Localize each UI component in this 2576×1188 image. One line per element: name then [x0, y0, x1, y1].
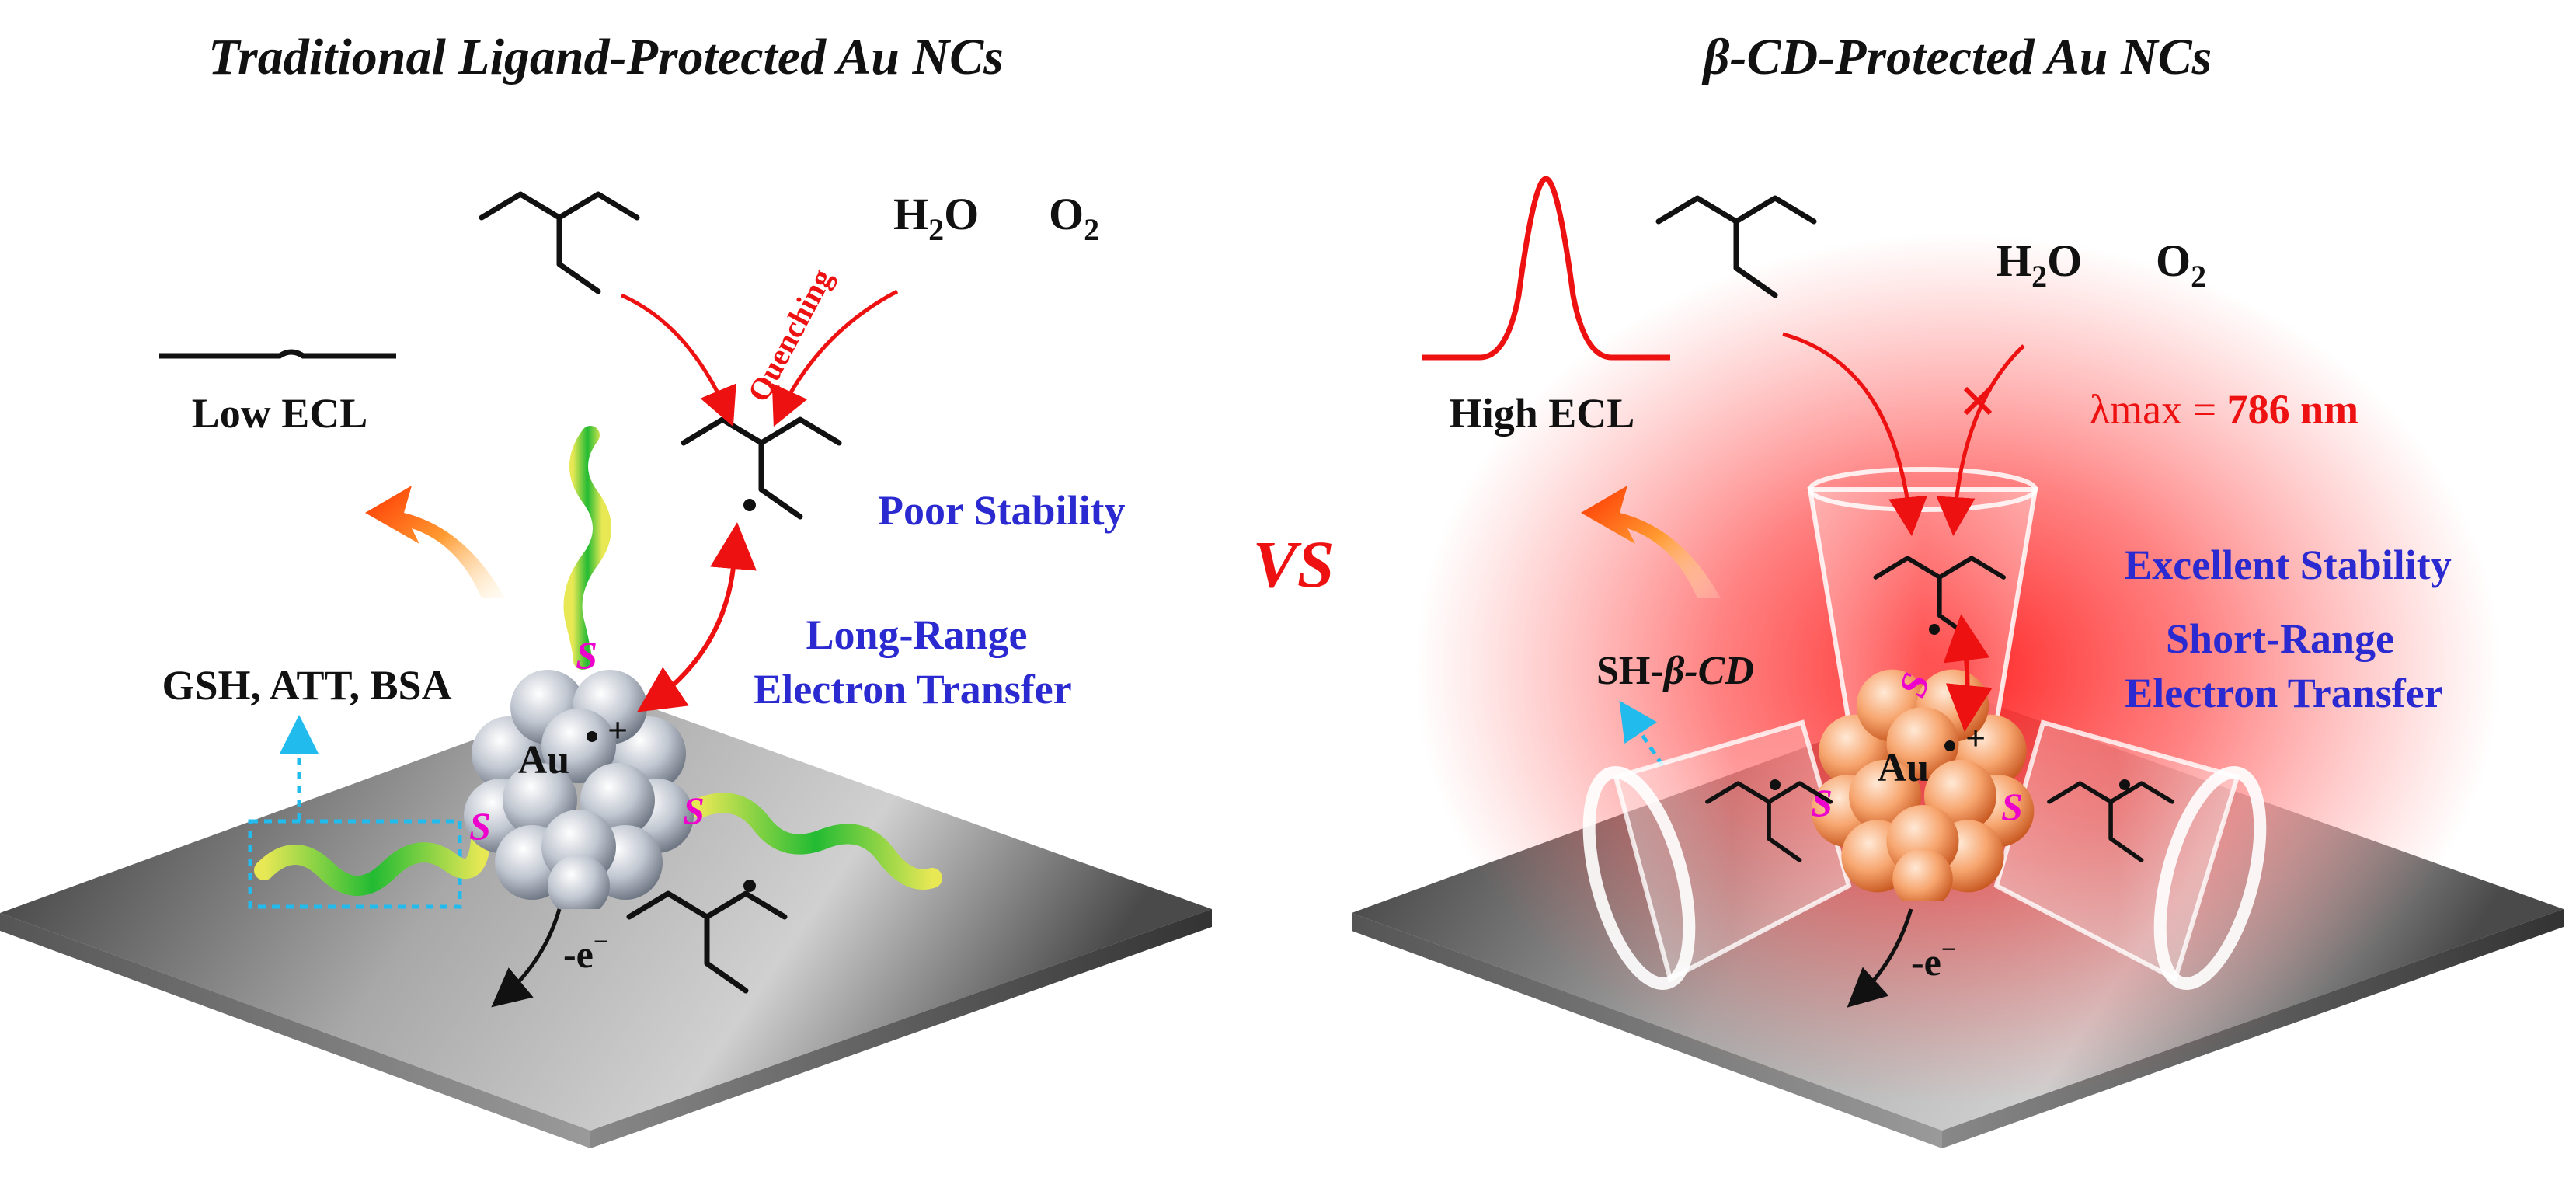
poor-stability-label: Poor Stability [878, 487, 1126, 534]
left-sulfur-top: S [576, 633, 597, 677]
left-electron-label: -e− [563, 928, 608, 976]
left-radical-dot [587, 731, 597, 742]
right-reactant-arrows [1782, 332, 2025, 536]
quenching-arrows [620, 289, 899, 427]
right-au-charge: + [1965, 718, 1986, 758]
lambda-label: λmax = 786 nm [2090, 386, 2358, 433]
right-electron-arrow [1847, 908, 1913, 1008]
left-plate [0, 692, 1212, 1148]
right-water: H2O [1996, 235, 2082, 294]
right-electron-label: -e− [1911, 935, 1956, 984]
left-tea-top [482, 194, 637, 291]
quenching-label: Quenching [740, 263, 839, 407]
right-radical-dot [1944, 740, 1955, 751]
long-range-line2: Electron Transfer [754, 666, 1071, 712]
left-au-charge: + [607, 710, 628, 750]
left-au-label: Au [518, 738, 569, 782]
left-sulfur-left: S [469, 804, 491, 848]
right-transfer-arrow [1943, 614, 1993, 732]
short-range-line2: Electron Transfer [2125, 670, 2442, 716]
right-oxygen: O2 [2156, 235, 2206, 294]
left-water: H2O [893, 189, 979, 247]
cd-pointer-arrow [1619, 700, 1665, 767]
high-ecl-label: High ECL [1450, 390, 1635, 437]
left-tea-radical [684, 420, 839, 517]
right-sulfur-right: S [2001, 785, 2023, 828]
right-panel: β-CD-Protected Au NCs High ECL λmax = 78… [1352, 29, 2564, 1148]
blocked-mark-icon [1963, 386, 1993, 416]
left-emission-arrow [365, 486, 505, 598]
long-range-line1: Long-Range [806, 611, 1027, 658]
left-sulfur-right: S [683, 789, 705, 832]
right-au-label: Au [1878, 746, 1929, 790]
right-tea-inside-right [2049, 779, 2172, 860]
right-title: β-CD-Protected Au NCs [1701, 29, 2212, 85]
excellent-stability-label: Excellent Stability [2124, 542, 2451, 588]
left-oxygen: O2 [1049, 189, 1099, 247]
left-tea-bottom [629, 880, 785, 991]
left-electron-arrow [491, 908, 562, 1008]
right-tea-inside-top [1875, 558, 2003, 638]
right-emission-arrow [1581, 486, 1721, 598]
vs-label: VS [1252, 527, 1334, 601]
short-range-line1: Short-Range [2166, 615, 2394, 662]
left-transfer-arrow [637, 522, 757, 712]
cd-label: SH-β-CD [1596, 649, 1754, 693]
high-ecl-peak [1422, 176, 1670, 361]
low-ecl-curve [159, 349, 396, 359]
low-ecl-label: Low ECL [192, 390, 368, 437]
left-title: Traditional Ligand-Protected Au NCs [208, 29, 1004, 85]
right-tea-inside-left [1707, 779, 1830, 860]
ligands-label: GSH, ATT, BSA [162, 662, 451, 709]
ligand-chains [254, 426, 942, 896]
left-panel: Traditional Ligand-Protected Au NCs Low … [0, 29, 1212, 1148]
